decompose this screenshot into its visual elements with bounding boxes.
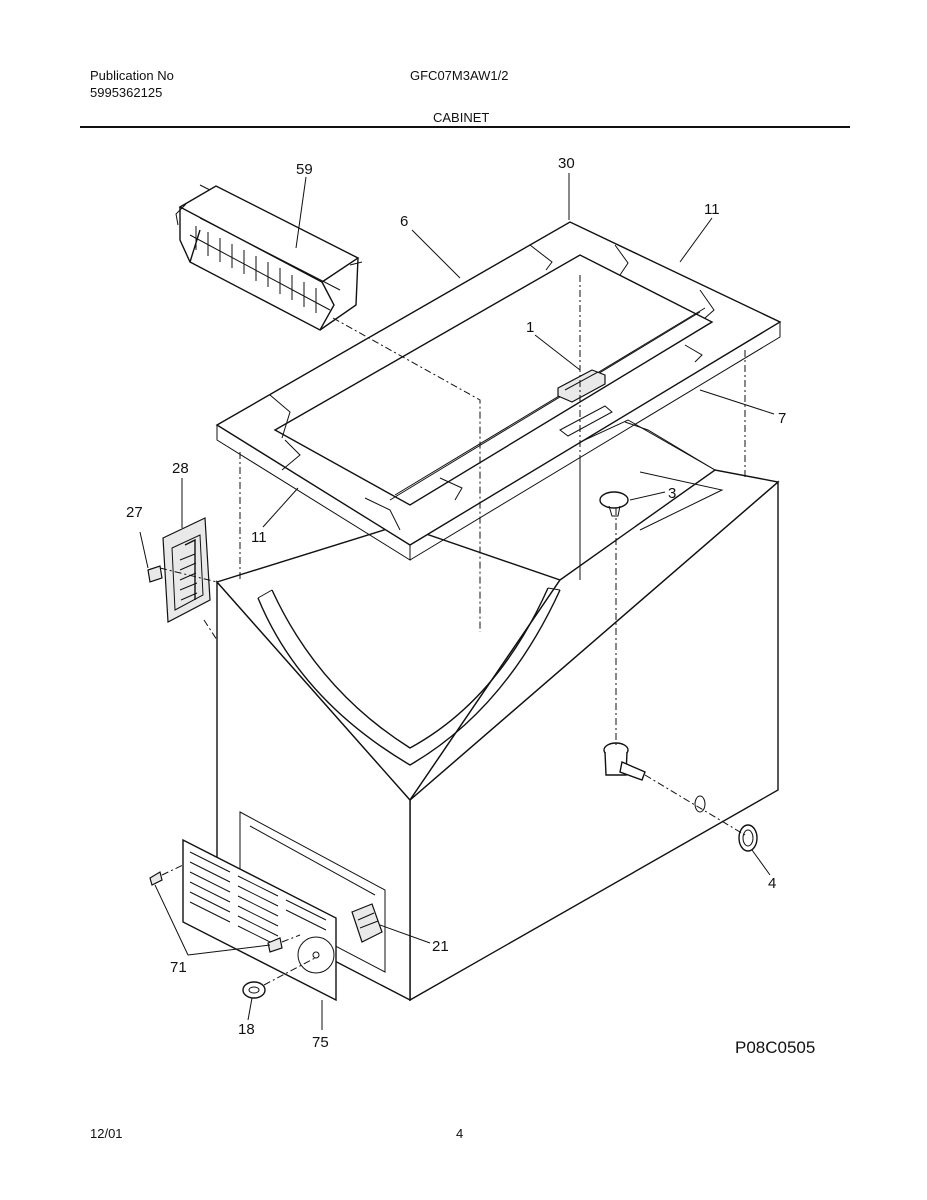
drain-plug: [599, 491, 629, 517]
callout-30: 30: [558, 155, 575, 172]
callout-6: 6: [400, 213, 408, 230]
callout-75: 75: [312, 1034, 329, 1051]
callout-3: 3: [668, 485, 676, 502]
wire-basket: [175, 184, 363, 331]
publication-label: Publication No: [90, 68, 174, 83]
grille-screws: [149, 871, 283, 953]
relay-part: [351, 903, 383, 943]
leader-lines: [154, 173, 775, 1030]
section-title: CABINET: [433, 110, 490, 125]
hinge-assembly: [162, 517, 211, 623]
callout-28: 28: [172, 460, 189, 477]
footer-date: 12/01: [90, 1126, 123, 1141]
grille-panel: [182, 838, 337, 1002]
publication-number: 5995362125: [90, 85, 163, 100]
machine-compartment: [239, 811, 386, 973]
page-number: 4: [456, 1126, 464, 1141]
latch-part: [557, 369, 613, 437]
callout-4: 4: [768, 875, 776, 892]
callout-11-left: 11: [251, 529, 267, 546]
drain-tube: [603, 742, 706, 813]
callout-71: 71: [170, 959, 187, 976]
model-number: GFC07M3AW1/2: [410, 68, 509, 83]
callout-11-top: 11: [704, 201, 720, 218]
grommet: [242, 981, 266, 999]
hinge-screw: [139, 531, 163, 583]
callout-1: 1: [526, 319, 534, 336]
breaker-strip-frame: [215, 221, 782, 561]
alignment-lines: [159, 275, 746, 986]
callout-18: 18: [238, 1021, 255, 1038]
drain-cap: [738, 824, 758, 852]
callout-59: 59: [296, 161, 313, 178]
callout-21: 21: [432, 938, 449, 955]
header-rule: [80, 126, 850, 128]
diagram-code: P08C0505: [735, 1038, 815, 1057]
callout-27: 27: [126, 504, 143, 521]
callout-7: 7: [778, 410, 786, 427]
